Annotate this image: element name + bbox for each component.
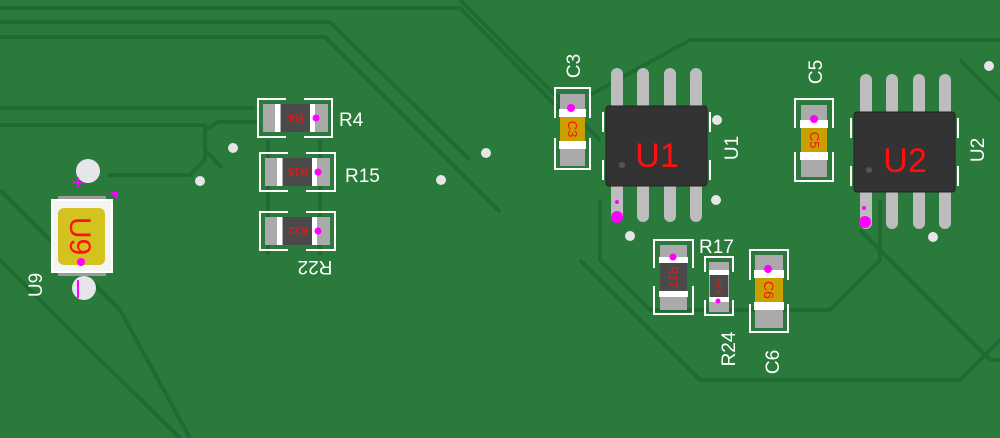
u2-fab-label: U2 bbox=[883, 142, 926, 180]
r24-fab-label: R24 bbox=[714, 279, 723, 294]
r24-ref-label: R24 bbox=[719, 331, 740, 366]
u9-ref-label: U9 bbox=[26, 273, 47, 297]
c6-ref-label: C6 bbox=[763, 350, 784, 374]
component-r4[interactable]: R4 R4 bbox=[257, 98, 364, 138]
r15-ref-label: R15 bbox=[345, 166, 380, 187]
c5-fab-label: C5 bbox=[807, 132, 822, 149]
u9-body bbox=[58, 208, 105, 265]
u9-plus-marker: + bbox=[72, 170, 85, 195]
c5-ref-label: C5 bbox=[806, 60, 827, 84]
u9-pad-plus bbox=[76, 159, 100, 183]
vias bbox=[195, 61, 994, 242]
u1-fab-label: U1 bbox=[635, 137, 678, 175]
component-r22[interactable]: R22 R22 bbox=[259, 211, 336, 277]
component-c3[interactable]: C3 C3 bbox=[554, 54, 591, 170]
r4-ref-label: R4 bbox=[339, 110, 364, 131]
r22-ref-label: R22 bbox=[298, 256, 333, 277]
c6-fab-label: C6 bbox=[761, 281, 777, 299]
u9-fab-label: U9 bbox=[63, 217, 96, 255]
c3-ref-label: C3 bbox=[564, 54, 585, 78]
u9-pad-minus bbox=[72, 276, 96, 300]
component-u2[interactable]: U2 U2 bbox=[850, 74, 989, 229]
u2-body bbox=[853, 111, 956, 193]
component-u9[interactable]: U9 + U9 bbox=[26, 159, 118, 300]
u1-body bbox=[605, 105, 708, 187]
component-r17[interactable]: R17 R17 bbox=[653, 237, 734, 315]
r22-fab-label: R22 bbox=[288, 224, 308, 236]
component-c6[interactable]: C6 C6 bbox=[749, 249, 789, 374]
component-u1[interactable]: U1 U1 bbox=[602, 68, 743, 223]
component-c5[interactable]: C5 C5 bbox=[794, 60, 834, 182]
u9-minus-marker bbox=[77, 280, 79, 298]
r15-fab-label: R15 bbox=[288, 165, 308, 177]
r17-fab-label: R17 bbox=[666, 266, 680, 288]
u1-ref-label: U1 bbox=[722, 136, 743, 160]
u2-ref-label: U2 bbox=[968, 138, 989, 162]
c3-fab-label: C3 bbox=[565, 121, 580, 138]
r17-ref-label: R17 bbox=[699, 237, 734, 258]
component-r15[interactable]: R15 R15 bbox=[259, 152, 380, 192]
component-r24[interactable]: R24 R24 bbox=[704, 256, 740, 366]
r4-fab-label: R4 bbox=[288, 111, 304, 125]
